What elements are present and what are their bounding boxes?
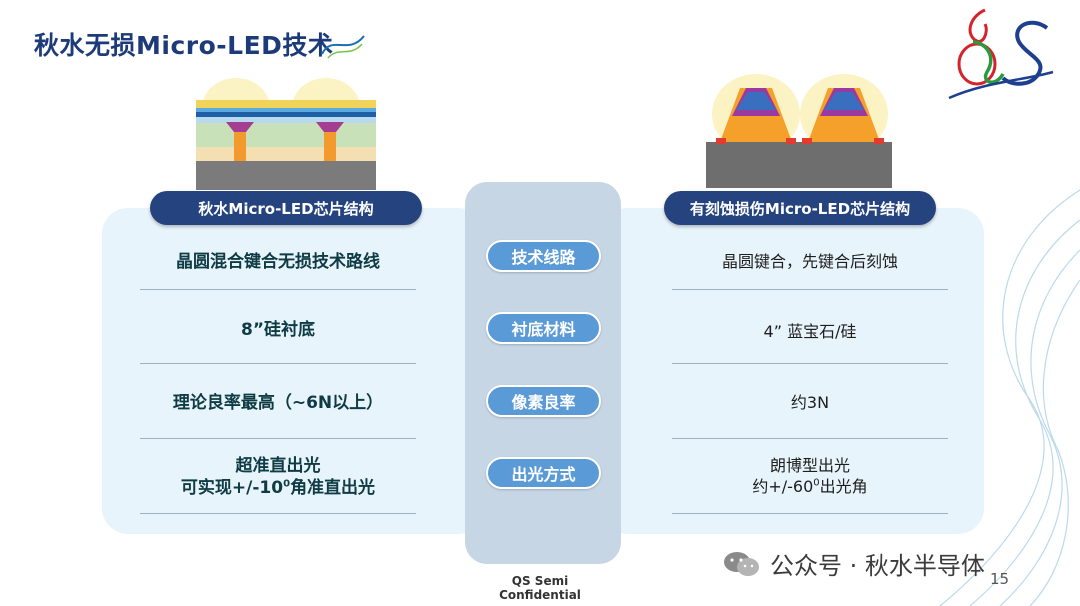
category-technology-pill: 技术线路 — [486, 240, 601, 272]
row-substrate-left: 8”硅衬底 — [240, 319, 315, 340]
category-yield-pill: 像素良率 — [486, 385, 601, 417]
row-divider — [140, 289, 416, 290]
watermark: 公众号 · 秋水半导体 — [722, 546, 985, 581]
emission-right-degree: 0 — [813, 477, 820, 489]
row-substrate-right: 4” 蓝宝石/硅 — [763, 321, 857, 341]
category-emission-pill: 出光方式 — [486, 457, 601, 489]
logo-icon — [948, 8, 1054, 100]
page-number: 15 — [990, 570, 1010, 588]
qs-chip-structure-diagram — [196, 78, 376, 190]
emission-right-text-a: 约+/-60 — [752, 477, 814, 496]
qs-comparison-panel — [102, 208, 484, 534]
watermark-text: 公众号 · 秋水半导体 — [770, 552, 985, 580]
wechat-icon — [724, 551, 759, 576]
row-technology-right: 晶圆键合，先键合后刻蚀 — [721, 251, 898, 271]
row-emission-right-line2: 约+/-600出光角 — [752, 477, 867, 498]
row-yield-right: 约3N — [790, 392, 830, 412]
confidential-footer: QS Semi Confidential — [499, 574, 581, 602]
row-divider — [672, 289, 948, 290]
row-divider — [672, 363, 948, 364]
qs-chip-header: 秋水Micro-LED芯片结构 — [150, 191, 422, 225]
title-swoosh-icon — [321, 35, 365, 59]
category-substrate-pill: 衬底材料 — [486, 312, 601, 344]
etched-comparison-panel — [602, 208, 984, 534]
row-divider — [140, 438, 416, 439]
etched-chip-structure-diagram — [706, 74, 892, 188]
emission-left-text-a: 可实现+/-10 — [180, 478, 284, 498]
emission-left-text-b: 角准直出光 — [290, 478, 376, 498]
row-divider — [140, 513, 416, 514]
row-divider — [140, 363, 416, 364]
page-title: 秋水无损Micro-LED技术 — [34, 31, 334, 60]
row-emission-left-line1: 超准直出光 — [235, 455, 321, 476]
row-emission-right-line1: 朗博型出光 — [769, 456, 850, 476]
etched-chip-header: 有刻蚀损伤Micro-LED芯片结构 — [664, 191, 936, 225]
emission-left-degree: 0 — [283, 478, 291, 490]
row-divider — [672, 438, 948, 439]
row-yield-left: 理论良率最高（~6N以上） — [172, 392, 384, 413]
row-emission-left: 超准直出光 可实现+/-100角准直出光 — [140, 452, 416, 502]
emission-right-text-b: 出光角 — [819, 477, 868, 496]
row-emission-left-line2: 可实现+/-100角准直出光 — [181, 477, 375, 499]
row-technology-left: 晶圆混合键合无损技术路线 — [176, 251, 380, 272]
background-decoration — [939, 189, 1080, 606]
row-divider — [672, 513, 948, 514]
row-emission-right: 朗博型出光 约+/-600出光角 — [672, 452, 948, 502]
